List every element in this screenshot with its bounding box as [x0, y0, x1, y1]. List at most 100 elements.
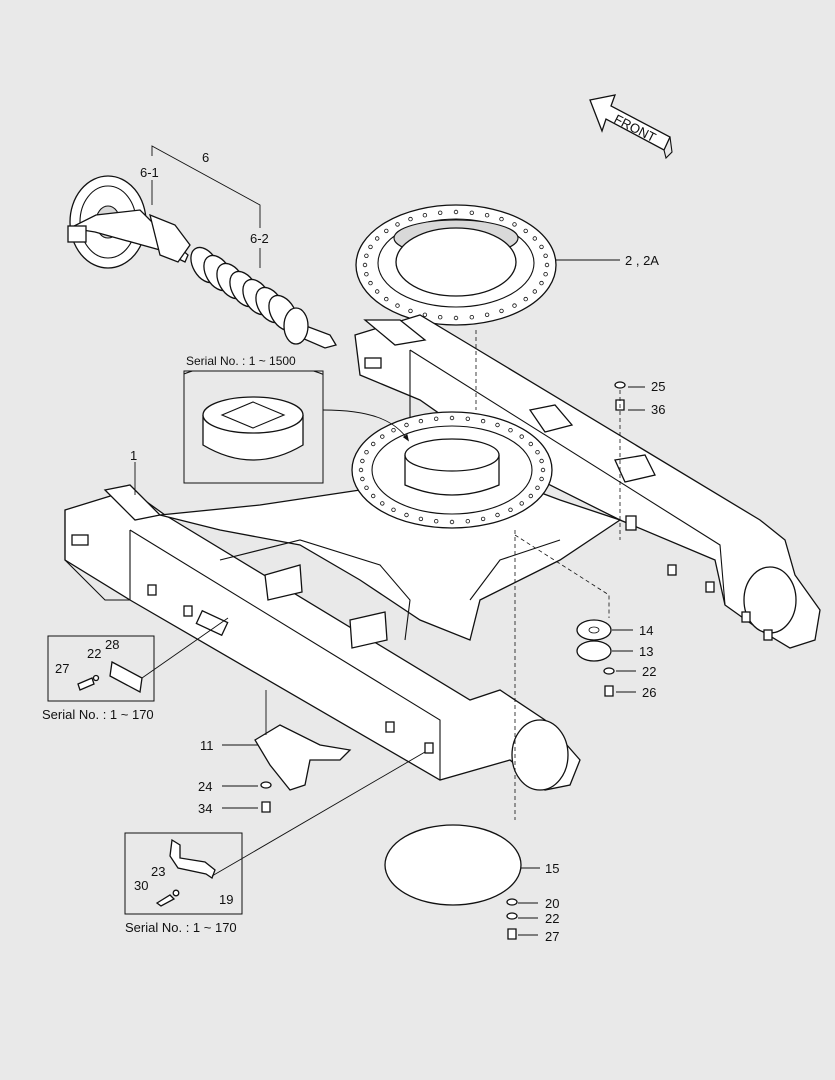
- bolt-hole: [364, 450, 369, 455]
- bolt-hole: [449, 519, 455, 525]
- bolt-hole: [539, 244, 544, 250]
- bolt-hole: [375, 236, 380, 241]
- frame-slot: [385, 721, 395, 733]
- slewing-ring: [355, 204, 557, 326]
- callout-6-1: 6-1: [140, 165, 159, 180]
- callout-22-left: 22: [87, 646, 101, 661]
- callout-36: 36: [651, 402, 665, 417]
- bolt-hole: [371, 493, 376, 499]
- callout-1: 1: [130, 448, 137, 463]
- bolt-hole: [404, 422, 409, 428]
- bolt-hole: [465, 519, 470, 524]
- callout-22-bottom: 22: [545, 911, 559, 926]
- bolt-hole: [395, 303, 400, 308]
- callout-labels: 6 6-1 6-2 2 , 2A 1 25 36 14 13 22 26 15 …: [42, 150, 665, 944]
- bolt-hole: [418, 418, 424, 424]
- bolt-hole: [528, 493, 533, 499]
- bolt-hole: [364, 272, 369, 277]
- bolt-hole: [368, 280, 373, 286]
- bolt-hole: [422, 212, 428, 218]
- frame-slot: [183, 605, 193, 617]
- bolt-hole: [371, 441, 376, 447]
- detail-left: [47, 617, 229, 702]
- bolt-hole: [364, 253, 369, 258]
- callout-20: 20: [545, 896, 559, 911]
- serial-note-bottom: Serial No. : 1 ~ 170: [125, 920, 237, 935]
- bolt-hole: [360, 476, 365, 482]
- bolt-hole: [469, 210, 474, 215]
- frame-slot: [705, 581, 715, 593]
- bolt-hole: [434, 519, 439, 524]
- callout-30: 30: [134, 878, 148, 893]
- frame-slot: [147, 584, 157, 596]
- callout-28: 28: [105, 637, 119, 652]
- bolt-hole: [519, 434, 524, 439]
- callout-25: 25: [651, 379, 665, 394]
- callout-11: 11: [200, 738, 214, 753]
- bolt-hole: [539, 280, 544, 286]
- frame-slot: [763, 629, 773, 641]
- serial-note-left: Serial No. : 1 ~ 170: [42, 707, 154, 722]
- callout-14: 14: [639, 623, 653, 638]
- bolt-hole: [480, 418, 486, 424]
- callout-23: 23: [151, 864, 165, 879]
- callout-22-right: 22: [642, 664, 656, 679]
- bolt-hole: [512, 303, 517, 308]
- bolt-hole: [438, 210, 443, 215]
- bolt-hole: [508, 507, 513, 512]
- bolt-hole: [523, 228, 528, 234]
- callout-15: 15: [545, 861, 559, 876]
- bolt-hole: [404, 512, 409, 518]
- callout-13: 13: [639, 644, 653, 659]
- bolt-hole: [453, 209, 459, 215]
- bolt-hole: [543, 253, 548, 258]
- callout-27-bottom: 27: [545, 929, 559, 944]
- bolt-hole: [422, 312, 428, 317]
- bolt-hole: [544, 262, 550, 268]
- bolt-hole: [532, 289, 537, 294]
- bolt-hole: [523, 296, 528, 302]
- bolt-hole: [453, 315, 459, 321]
- bolt-hole: [380, 501, 385, 506]
- fasteners: [260, 381, 626, 940]
- frame-slot: [741, 611, 751, 623]
- bolt-hole: [395, 222, 400, 227]
- parts-lower: [254, 619, 612, 906]
- bolt-hole: [484, 312, 490, 317]
- bolt-hole: [540, 467, 546, 473]
- bolt-hole: [539, 458, 544, 464]
- bolt-hole: [480, 516, 486, 522]
- front-label: FRONT: [612, 111, 659, 145]
- callout-19: 19: [219, 892, 233, 907]
- bolt-hole: [495, 422, 500, 428]
- callout-6-2: 6-2: [250, 231, 269, 246]
- bolt-hole: [368, 244, 373, 250]
- callout-26: 26: [642, 685, 656, 700]
- frame-slot: [424, 742, 434, 754]
- callout-6: 6: [202, 150, 209, 165]
- callout-24: 24: [198, 779, 212, 794]
- bolt-hole: [535, 485, 540, 490]
- bolt-hole: [384, 228, 389, 234]
- bolt-hole: [508, 428, 513, 433]
- idler-spring-assembly: [67, 175, 337, 349]
- bolt-hole: [364, 485, 369, 490]
- bolt-hole: [535, 450, 540, 455]
- bolt-hole: [360, 458, 365, 464]
- bolt-hole: [465, 416, 470, 421]
- bolt-hole: [543, 272, 548, 277]
- leader-lines: [134, 145, 645, 936]
- bolt-hole: [391, 507, 396, 512]
- bolt-hole: [528, 441, 533, 447]
- bolt-hole: [362, 262, 368, 268]
- bolt-hole: [375, 289, 380, 294]
- frame-slot: [667, 564, 677, 576]
- bolt-hole: [519, 501, 524, 506]
- bolt-hole: [449, 415, 455, 421]
- bolt-hole: [495, 512, 500, 518]
- bolt-hole: [512, 222, 517, 227]
- front-arrow: FRONT: [589, 94, 673, 160]
- detail-bottom: [124, 751, 426, 915]
- bolt-hole: [434, 416, 439, 421]
- callout-34: 34: [198, 801, 212, 816]
